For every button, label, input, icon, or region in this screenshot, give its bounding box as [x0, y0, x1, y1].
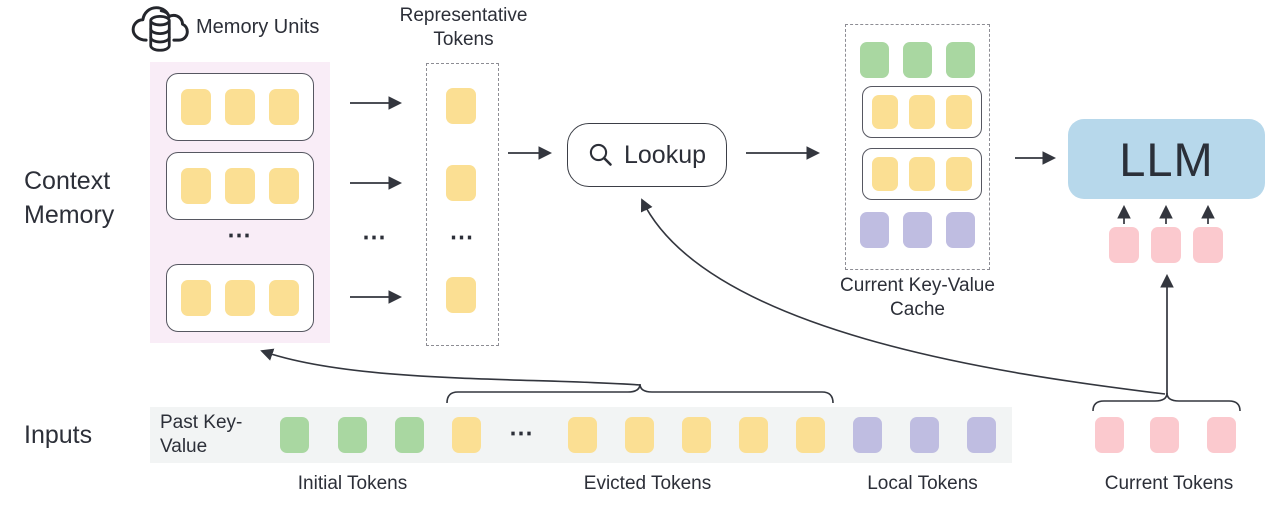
- current-tokens-label: Current Tokens: [1104, 473, 1234, 494]
- cache-token-yellow: [946, 95, 972, 129]
- memory-token: [225, 168, 255, 204]
- cache-memory-unit-row: [862, 86, 982, 138]
- memory-units-title: Memory Units: [196, 16, 320, 38]
- cache-token-yellow: [872, 157, 898, 191]
- context-memory-panel: ⋯: [150, 62, 330, 343]
- local-tokens-label: Local Tokens: [867, 473, 978, 494]
- evicted-token: [682, 417, 711, 453]
- local-token: [910, 417, 939, 453]
- representative-tokens-box: ⋯: [426, 63, 499, 346]
- memory-token: [181, 89, 211, 125]
- memory-token: [225, 89, 255, 125]
- cache-token-green: [903, 42, 932, 78]
- current-token: [1207, 417, 1236, 453]
- past-key-value-label: Past Key-Value: [160, 412, 243, 457]
- initial-token: [395, 417, 424, 453]
- cache-memory-unit-row: [862, 148, 982, 200]
- cache-token-yellow: [909, 157, 935, 191]
- evicted-token: [452, 417, 481, 453]
- representative-token: [446, 88, 476, 124]
- representative-ellipsis: ⋯: [449, 224, 476, 251]
- initial-tokens-label: Initial Tokens: [297, 473, 408, 494]
- cache-token-green: [946, 42, 975, 78]
- memory-token: [181, 168, 211, 204]
- cache-row-local: [846, 212, 989, 248]
- representative-token: [446, 165, 476, 201]
- evicted-token: [796, 417, 825, 453]
- magnifier-icon: [588, 142, 614, 168]
- inputs-label: Inputs: [24, 421, 93, 449]
- initial-token: [338, 417, 367, 453]
- cache-token-purple: [946, 212, 975, 248]
- local-token: [853, 417, 882, 453]
- current-token: [1095, 417, 1124, 453]
- evicted-ellipsis: ⋯: [509, 420, 535, 447]
- llm-box: LLM: [1068, 119, 1265, 199]
- llm-input-token: [1109, 227, 1139, 263]
- representative-token: [446, 277, 476, 313]
- memory-token: [181, 280, 211, 316]
- cache-token-yellow: [872, 95, 898, 129]
- memory-ellipsis: ⋯: [227, 222, 253, 249]
- cache-token-purple: [903, 212, 932, 248]
- lookup-button: Lookup: [567, 123, 727, 187]
- current-token: [1150, 417, 1179, 453]
- cache-token-purple: [860, 212, 889, 248]
- llm-input-token: [1193, 227, 1223, 263]
- evicted-token: [739, 417, 768, 453]
- evicted-tokens-label: Evicted Tokens: [583, 473, 712, 494]
- memory-token: [225, 280, 255, 316]
- initial-token: [280, 417, 309, 453]
- current-kv-cache-box: [845, 24, 990, 270]
- current-kv-cache-label: Current Key-Value Cache: [840, 275, 995, 320]
- memory-unit-row: [166, 264, 314, 332]
- memory-token: [269, 89, 299, 125]
- cache-token-yellow: [946, 157, 972, 191]
- memory-unit-row: [166, 152, 314, 220]
- cache-row-initial: [846, 42, 989, 78]
- memory-unit-row: [166, 73, 314, 141]
- memory-token: [269, 168, 299, 204]
- evicted-token: [625, 417, 654, 453]
- llm-input-token: [1151, 227, 1181, 263]
- lookup-label: Lookup: [623, 140, 707, 169]
- cache-token-yellow: [909, 95, 935, 129]
- memory-token: [269, 280, 299, 316]
- representative-tokens-title: Representative Tokens: [399, 5, 528, 50]
- local-token: [967, 417, 996, 453]
- cache-token-green: [860, 42, 889, 78]
- arrow-column-ellipsis: ⋯: [362, 224, 388, 251]
- cloud-database-icon: [130, 4, 190, 54]
- context-memory-label: Context Memory: [24, 167, 115, 229]
- evicted-token: [568, 417, 597, 453]
